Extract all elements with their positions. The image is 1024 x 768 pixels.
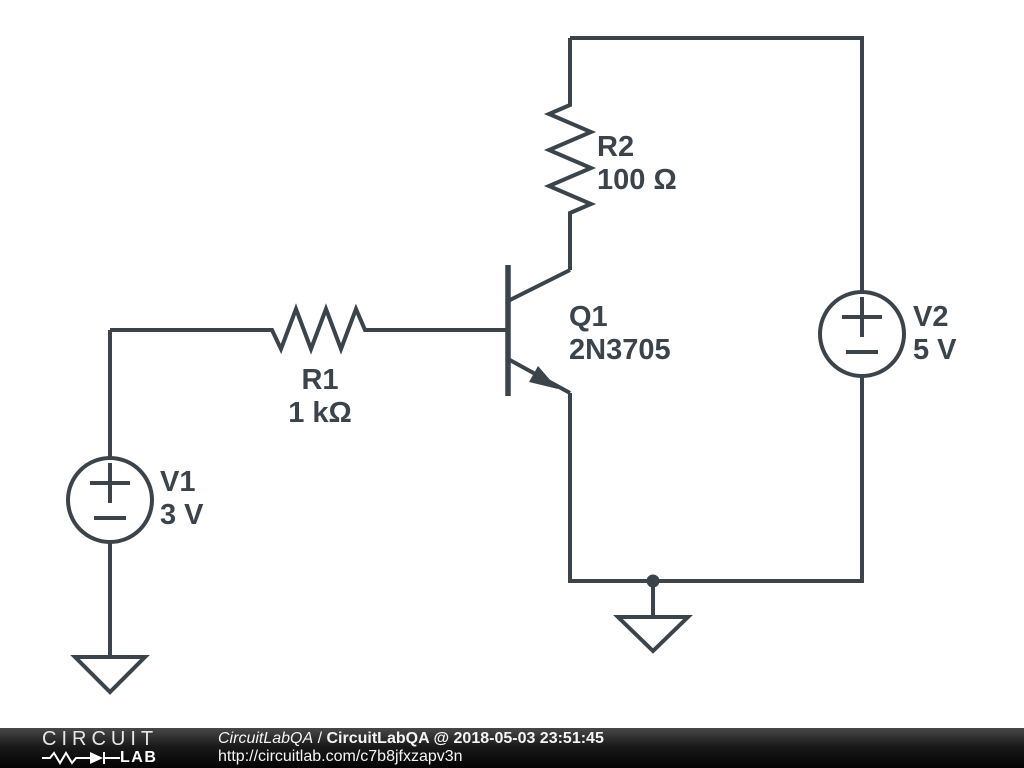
resistor-r1 bbox=[110, 303, 508, 355]
v2-value: 5 V bbox=[913, 334, 957, 366]
v1-name: V1 bbox=[160, 466, 196, 498]
q1-value: 2N3705 bbox=[569, 334, 671, 366]
v1-label: V1 3 V bbox=[160, 466, 204, 532]
footer-info: CircuitLabQA / CircuitLabQA @ 2018-05-03… bbox=[218, 730, 604, 766]
wire-top-right-loop bbox=[568, 36, 864, 583]
footer-separator: / bbox=[313, 730, 327, 747]
v2-plus-icon bbox=[842, 297, 882, 337]
r1-name: R1 bbox=[301, 364, 339, 396]
ground-symbol-left-icon bbox=[70, 655, 150, 695]
q1-name: Q1 bbox=[569, 301, 608, 333]
r2-name: R2 bbox=[597, 131, 635, 163]
resistor-diode-icon bbox=[42, 751, 120, 765]
q1-label: Q1 2N3705 bbox=[569, 301, 671, 367]
ground-symbol-center-icon bbox=[613, 615, 693, 654]
v2-name: V2 bbox=[913, 301, 949, 333]
circuit-schematic bbox=[66, 36, 906, 695]
q1-collector-lead bbox=[507, 268, 571, 303]
footer-author: CircuitLabQA bbox=[218, 730, 314, 747]
footer-timestamp: CircuitLabQA @ 2018-05-03 23:51:45 bbox=[326, 730, 604, 747]
v1-value: 3 V bbox=[160, 499, 204, 531]
v2-label: V2 5 V bbox=[913, 301, 957, 367]
r2-label: R2 100 Ω bbox=[597, 131, 677, 197]
circuitlab-logo: CIRCUIT LAB bbox=[42, 728, 182, 767]
logo-lab-text: LAB bbox=[120, 749, 158, 766]
v1-plus-icon bbox=[90, 463, 130, 503]
resistor-r2 bbox=[543, 38, 597, 270]
footer-url: http://circuitlab.com/c7b8jfxzapv3n bbox=[218, 748, 463, 765]
footer-attribution: CircuitLabQA / CircuitLabQA @ 2018-05-03… bbox=[218, 730, 604, 748]
r1-label: R1 1 kΩ bbox=[270, 364, 370, 430]
q1-emitter-arrow-icon bbox=[529, 366, 558, 389]
footer-bar: CIRCUIT LAB CircuitLabQA / CircuitLabQA … bbox=[0, 728, 1024, 768]
r2-value: 100 Ω bbox=[597, 164, 677, 196]
junction-dot bbox=[646, 574, 660, 588]
r1-value: 1 kΩ bbox=[288, 397, 352, 429]
logo-circuit-text: CIRCUIT bbox=[42, 728, 159, 750]
